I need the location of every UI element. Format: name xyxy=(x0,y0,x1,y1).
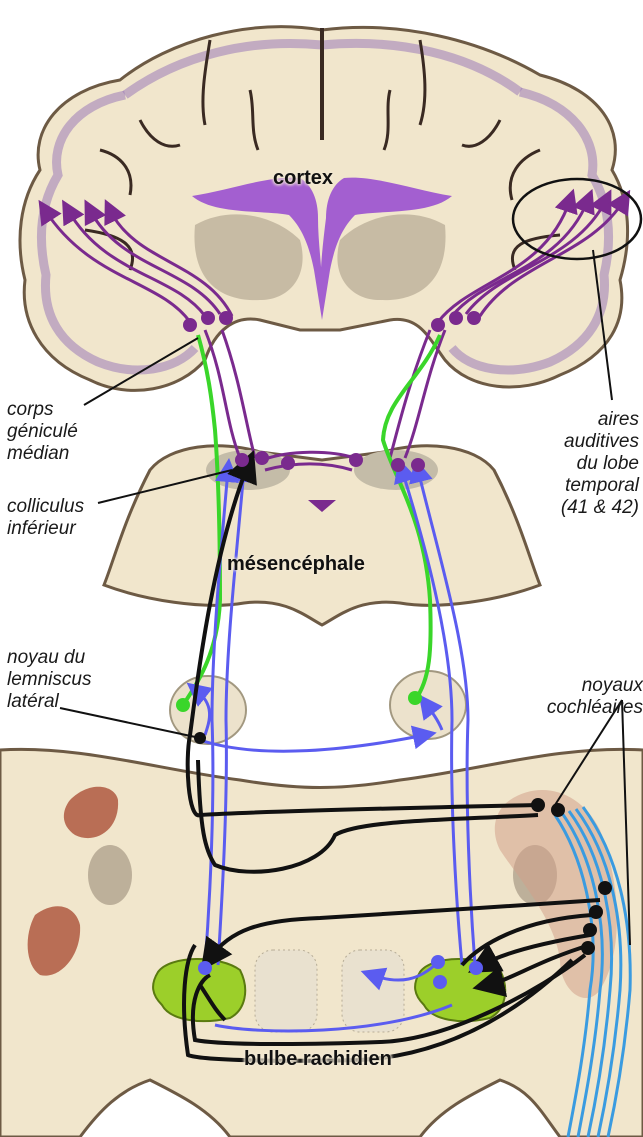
label-aires-auditives: aires auditives du lobe temporal (41 & 4… xyxy=(561,409,639,519)
region-cortex: cortex xyxy=(273,167,333,190)
cochlear-dot xyxy=(589,905,603,919)
label-corps-genicule: corps géniculé médian xyxy=(7,399,78,465)
lemniscus-nuclei xyxy=(170,671,466,744)
colliculus-dot xyxy=(391,458,405,472)
olive-right xyxy=(342,950,404,1032)
label-noyau-lemniscus: noyau du lemniscus latéral xyxy=(7,647,91,713)
olive-dot xyxy=(198,961,212,975)
midbrain-section xyxy=(104,446,540,625)
olive-dot xyxy=(433,975,447,989)
lemniscus-dot xyxy=(408,691,422,705)
label-noyaux-cochleaires: noyaux cochléaires xyxy=(547,675,643,719)
cochlear-dot xyxy=(551,803,565,817)
colliculus-dot xyxy=(411,458,425,472)
region-bulbe: bulbe rachidien xyxy=(244,1048,392,1071)
cochlear-dot xyxy=(583,923,597,937)
region-mesencephale: mésencéphale xyxy=(227,553,365,576)
lemniscus-dot xyxy=(176,698,190,712)
mgn-dot xyxy=(449,311,463,325)
colliculus-dot xyxy=(349,453,363,467)
mgn-dot xyxy=(219,311,233,325)
cerebrum-section xyxy=(20,27,628,391)
gray-column-left xyxy=(88,845,132,905)
mgn-dot xyxy=(467,311,481,325)
cochlear-dot xyxy=(531,798,545,812)
olive-dot xyxy=(431,955,445,969)
mgn-dot xyxy=(201,311,215,325)
mgn-dot xyxy=(431,318,445,332)
midbrain-outline xyxy=(104,446,540,625)
cochlear-dot xyxy=(581,941,595,955)
mgn-dot xyxy=(183,318,197,332)
colliculus-dot xyxy=(235,453,249,467)
olive-dot xyxy=(469,961,483,975)
colliculus-dot xyxy=(255,451,269,465)
cochlear-dot xyxy=(598,881,612,895)
colliculus-dot xyxy=(281,456,295,470)
olive-left xyxy=(255,950,317,1032)
label-colliculus: colliculus inférieur xyxy=(7,496,84,540)
